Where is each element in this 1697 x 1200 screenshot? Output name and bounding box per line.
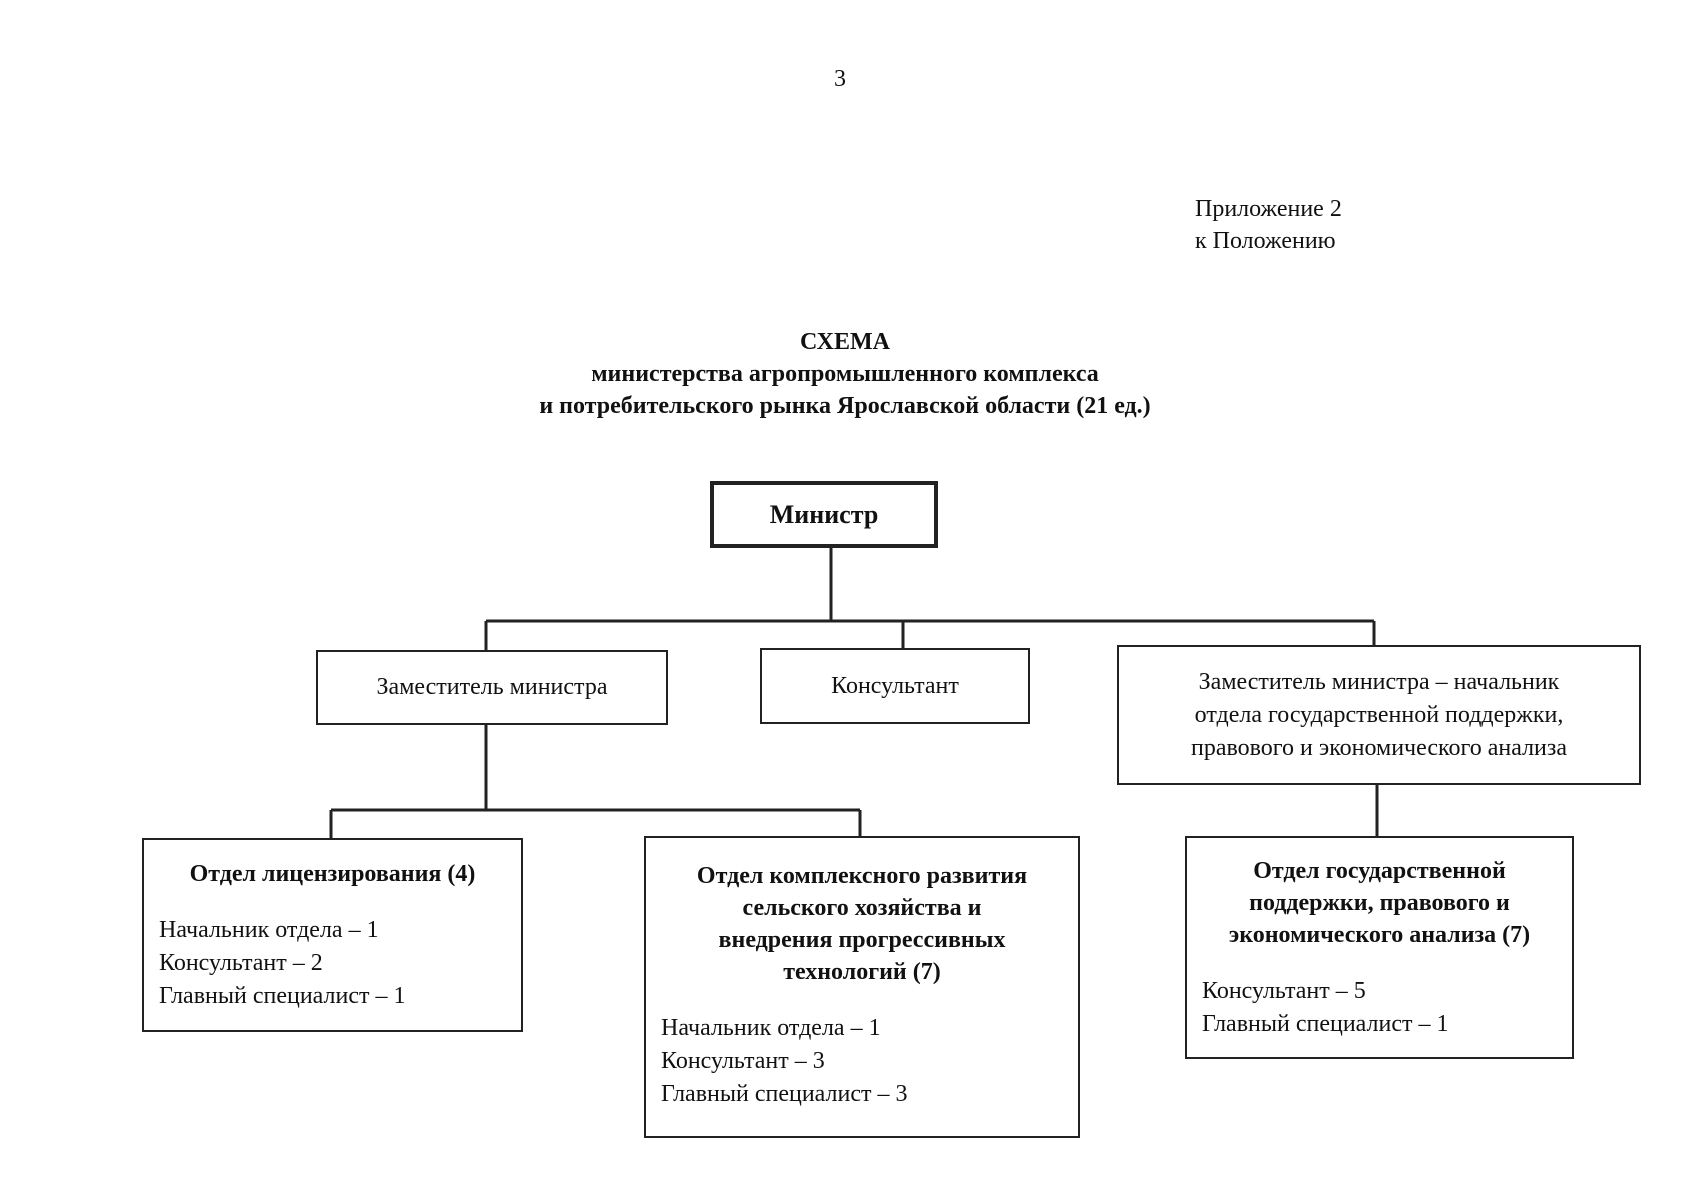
- deputy-minister-box: Заместитель министра: [316, 650, 668, 725]
- appendix-line: к Положению: [1195, 228, 1336, 254]
- staff-line: Главный специалист – 3: [661, 1081, 908, 1107]
- dept-title-line: внедрения прогрессивных: [718, 927, 1006, 953]
- consultant-box: Консультант: [760, 648, 1030, 724]
- dept-support-staff: Консультант – 5 Главный специалист – 1: [1187, 975, 1572, 1041]
- dept-agri-title: Отдел комплексного развития сельского хо…: [646, 860, 1078, 988]
- appendix-line: Приложение 2: [1195, 196, 1342, 222]
- appendix-note: Приложение 2 к Положению: [1195, 193, 1342, 257]
- minister-label: Министр: [769, 499, 879, 529]
- staff-line: Начальник отдела – 1: [159, 917, 379, 943]
- dept-licensing-staff: Начальник отдела – 1 Консультант – 2 Гла…: [144, 914, 521, 1013]
- deputy-head-line: Заместитель министра – начальник: [1198, 668, 1560, 695]
- title-line: СХЕМА: [799, 329, 891, 355]
- dept-title-line: технологий (7): [783, 959, 941, 985]
- dept-agri-staff: Начальник отдела – 1 Консультант – 3 Гла…: [646, 1012, 1078, 1111]
- dept-title-line: Отдел комплексного развития: [696, 863, 1028, 889]
- staff-line: Консультант – 5: [1202, 978, 1366, 1004]
- deputy-minister-label: Заместитель министра: [376, 674, 608, 700]
- page-number: 3: [834, 66, 846, 92]
- dept-licensing-box: Отдел лицензирования (4) Начальник отдел…: [142, 838, 523, 1032]
- title-line: и потребительского рынка Ярославской обл…: [539, 393, 1151, 419]
- dept-support-title: Отдел государственной поддержки, правово…: [1187, 855, 1572, 951]
- staff-line: Главный специалист – 1: [159, 983, 406, 1009]
- dept-title-line: сельского хозяйства и: [742, 895, 982, 921]
- staff-line: Главный специалист – 1: [1202, 1011, 1449, 1037]
- staff-line: Консультант – 2: [159, 950, 323, 976]
- deputy-head-line: отдела государственной поддержки,: [1194, 701, 1564, 728]
- dept-licensing-title: Отдел лицензирования (4): [189, 861, 476, 887]
- dept-support-box: Отдел государственной поддержки, правово…: [1185, 836, 1574, 1059]
- staff-line: Консультант – 3: [661, 1048, 825, 1074]
- minister-box: Министр: [710, 481, 938, 548]
- deputy-head-line: правового и экономического анализа: [1190, 734, 1568, 761]
- dept-title-line: экономического анализа (7): [1228, 922, 1531, 948]
- diagram-title: СХЕМА министерства агропромышленного ком…: [340, 326, 1350, 422]
- dept-agri-box: Отдел комплексного развития сельского хо…: [644, 836, 1080, 1138]
- deputy-head-box: Заместитель министра – начальник отдела …: [1117, 645, 1641, 785]
- consultant-label: Консультант: [831, 672, 959, 699]
- dept-title-line: Отдел государственной: [1253, 858, 1506, 884]
- title-line: министерства агропромышленного комплекса: [591, 361, 1099, 387]
- dept-title-line: поддержки, правового и: [1249, 890, 1510, 916]
- staff-line: Начальник отдела – 1: [661, 1015, 881, 1041]
